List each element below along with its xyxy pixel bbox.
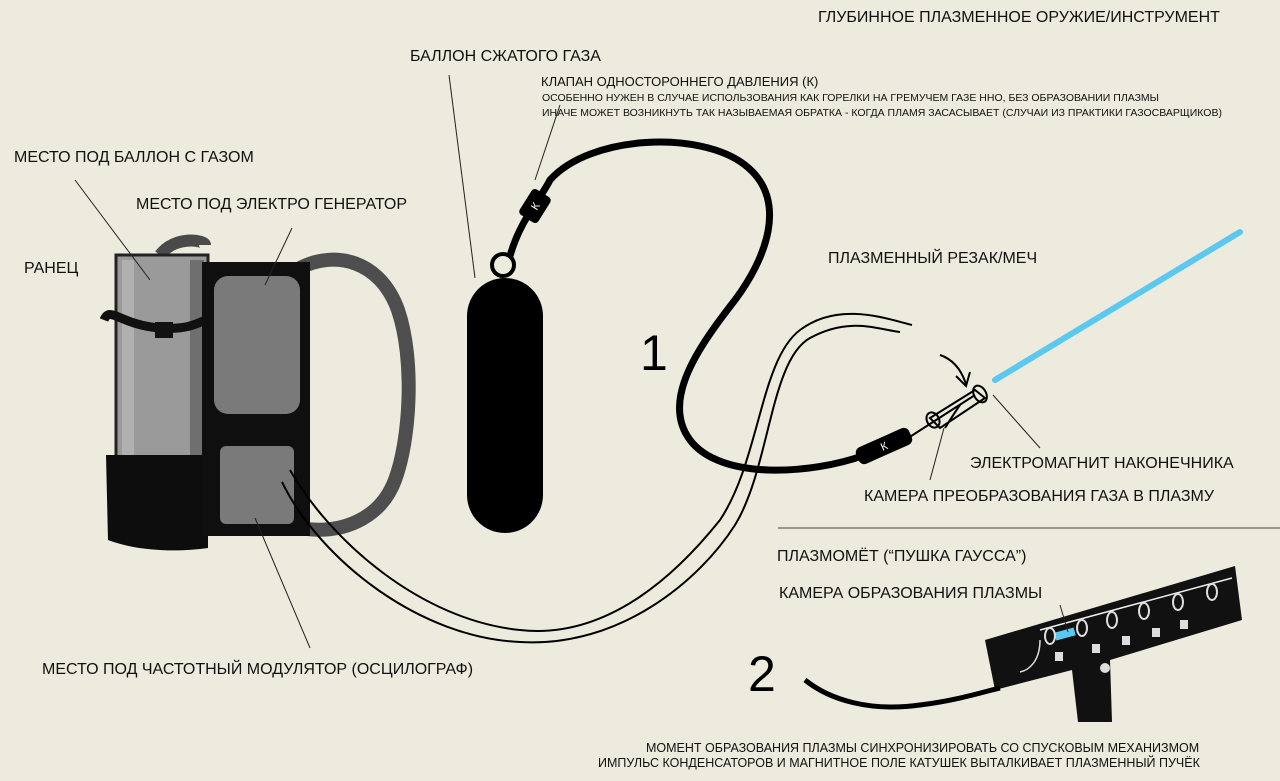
label-note-bottom-1: МОМЕНТ ОБРАЗОВАНИЯ ПЛАЗМЫ СИНХРОНИЗИРОВА… bbox=[646, 741, 1199, 755]
label-backpack: РАНЕЦ bbox=[24, 260, 79, 277]
valve-k-upper: К bbox=[519, 188, 551, 224]
gun-cable bbox=[803, 678, 1001, 710]
label-note-bottom-2: ИМПУЛЬС КОНДЕНСАТОРОВ И МАГНИТНОЕ ПОЛЕ К… bbox=[598, 755, 1201, 770]
label-conversion-chamber: КАМЕРА ПРЕОБРАЗОВАНИЯ ГАЗА В ПЛАЗМУ bbox=[864, 488, 1215, 505]
label-formation-chamber: КАМЕРА ОБРАЗОВАНИЯ ПЛАЗМЫ bbox=[779, 585, 1042, 602]
plasma-gun bbox=[803, 566, 1242, 722]
power-cable-2 bbox=[281, 324, 901, 644]
label-cylinder-place: МЕСТО ПОД БАЛЛОН С ГАЗОМ bbox=[14, 149, 254, 166]
label-generator-place: МЕСТО ПОД ЭЛЕКТРО ГЕНЕРАТОР bbox=[136, 196, 407, 213]
backpack-bottom-pouch bbox=[106, 455, 208, 551]
section-number-1: 1 bbox=[640, 325, 668, 381]
backpack-strap bbox=[155, 234, 211, 260]
generator-slot bbox=[214, 276, 300, 414]
diagram-title: ГЛУБИННОЕ ПЛАЗМЕННОЕ ОРУЖИЕ/ИНСТРУМЕНТ bbox=[818, 9, 1220, 26]
backpack-hose-loop bbox=[296, 252, 416, 537]
backpack bbox=[99, 253, 310, 551]
label-plasma-cutter: ПЛАЗМЕННЫЙ РЕЗАК/МЕЧ bbox=[828, 248, 1037, 267]
label-modulator-place: МЕСТО ПОД ЧАСТОТНЫЙ МОДУЛЯТОР (ОСЦИЛОГРА… bbox=[42, 659, 473, 678]
modulator-slot bbox=[220, 446, 294, 524]
leader-lines bbox=[74, 74, 1069, 649]
plasma-beam bbox=[992, 229, 1243, 383]
gas-cylinder bbox=[467, 252, 543, 533]
label-valve: КЛАПАН ОДНОСТОРОННЕГО ДАВЛЕНИЯ (К) bbox=[541, 74, 818, 89]
label-valve-note-1: ОСОБЕННО НУЖЕН В СЛУЧАЕ ИСПОЛЬЗОВАНИЯ КА… bbox=[542, 92, 1159, 104]
plasma-cutter: К bbox=[855, 229, 1243, 465]
label-valve-note-2: ИНАЧЕ МОЖЕТ ВОЗНИКНУТЬ ТАК НАЗЫВАЕМАЯ ОБ… bbox=[542, 107, 1222, 119]
arrow-to-tip bbox=[939, 354, 967, 385]
section-number-2: 2 bbox=[748, 646, 776, 702]
formation-chamber-glow bbox=[1054, 627, 1076, 641]
valve-mark-lower: К bbox=[879, 440, 890, 454]
power-cable-1 bbox=[289, 312, 913, 632]
gas-hose bbox=[506, 138, 867, 474]
label-tip-magnet: ЭЛЕКТРОМАГНИТ НАКОНЕЧНИКА bbox=[970, 455, 1234, 472]
label-gas-cylinder: БАЛЛОН СЖАТОГО ГАЗА bbox=[410, 48, 601, 65]
label-plasma-gun: ПЛАЗМОМЁТ (“ПУШКА ГАУССА”) bbox=[777, 547, 1026, 565]
